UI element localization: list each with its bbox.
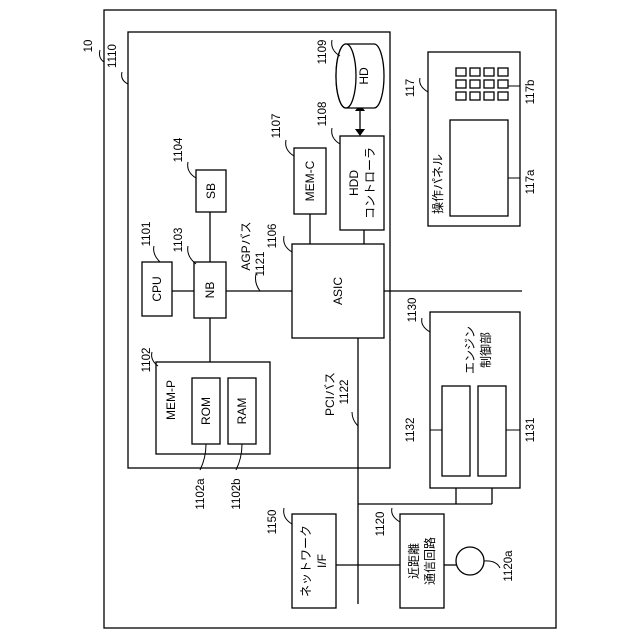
asic-ref: 1106 [267, 224, 279, 249]
pci-bus-ref: 1122 [339, 380, 351, 405]
cpu-ref: 1101 [141, 222, 153, 247]
engine-control-label-line2: 制御部 [478, 332, 493, 368]
panel-display [450, 120, 508, 216]
rom-ref: 1102a [195, 478, 207, 510]
agp-bus-label: AGPバス [239, 221, 253, 270]
keypad-ref: 117b [525, 80, 537, 105]
mem-p-ref: 1102 [141, 348, 153, 373]
network-if-ref: 1150 [267, 510, 279, 535]
sb-label: SB [204, 183, 218, 199]
hdd-controller-label-line2: コントローラ [363, 147, 377, 219]
asic-label: ASIC [331, 277, 345, 305]
hd-label: HD [357, 67, 371, 85]
operation-panel-label: 操作パネル [430, 154, 445, 214]
cpu-label: CPU [150, 276, 164, 301]
antenna-ref: 1120a [503, 550, 515, 582]
controller-ref: 1110 [107, 44, 119, 68]
engine-control-ref: 1130 [407, 298, 419, 323]
hdd-controller-label-line1: HDD [347, 170, 361, 196]
ram-label: RAM [235, 398, 249, 425]
device-leader-line [100, 50, 105, 62]
short-range-comm-label-line2: 通信回路 [422, 537, 437, 585]
pci-bus-label: PCIバス [323, 372, 337, 416]
engine-unit-a [442, 386, 470, 476]
agp-bus-ref: 1121 [255, 252, 267, 277]
mem-p-label: MEM-P [164, 380, 178, 420]
engine-unit-b-ref: 1131 [525, 418, 537, 443]
nb-ref: 1103 [173, 228, 185, 253]
engine-unit-b [478, 386, 506, 476]
network-if-label-line1: ネットワーク [299, 525, 313, 597]
operation-panel-ref: 117 [405, 79, 417, 97]
hd-ref: 1109 [317, 40, 329, 65]
network-if-label-line2: I/F [315, 554, 329, 568]
display-ref: 117a [525, 169, 537, 194]
mem-c-label: MEM-C [303, 160, 317, 201]
engine-control-label-line1: エンジン [463, 326, 477, 374]
rom-label: ROM [199, 397, 213, 425]
ram-ref: 1102b [231, 478, 243, 509]
sb-ref: 1104 [173, 137, 185, 162]
short-range-comm-label-line1: 近距離 [407, 543, 421, 579]
mem-c-ref: 1107 [271, 114, 283, 139]
device-ref: 10 [83, 40, 95, 53]
antenna-circle [456, 547, 484, 575]
hdd-controller-ref: 1108 [317, 102, 329, 127]
engine-unit-a-ref: 1132 [405, 418, 417, 443]
short-range-comm-ref: 1120 [375, 512, 387, 537]
nb-label: NB [203, 282, 217, 299]
